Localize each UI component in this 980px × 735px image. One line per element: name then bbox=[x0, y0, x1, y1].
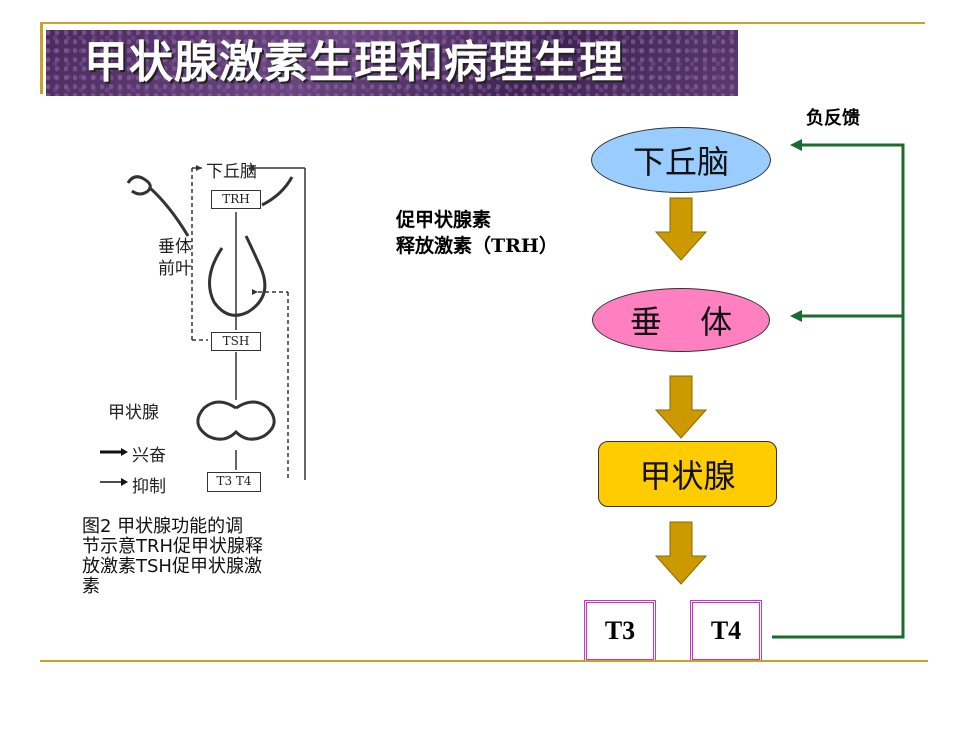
bottom-rule bbox=[40, 660, 928, 662]
figure-label-thyroid: 甲状腺 bbox=[108, 403, 159, 423]
arrow-thyroid-to-hormones bbox=[654, 521, 708, 585]
thyroid-node: 甲状腺 bbox=[598, 441, 777, 507]
left-rule bbox=[40, 22, 43, 94]
trh-label: 促甲状腺素 释放激素（TRH） bbox=[396, 207, 558, 259]
t4-box: T4 bbox=[690, 600, 762, 662]
figure-trh-box: TRH bbox=[211, 190, 261, 209]
trh-label-line1: 促甲状腺素 bbox=[396, 209, 492, 231]
figure-label-pituitary-1: 垂体 bbox=[158, 237, 192, 257]
pituitary-node: 垂 体 bbox=[592, 288, 770, 352]
slide-title: 甲状腺激素生理和病理生理 bbox=[84, 37, 624, 88]
figure-label-hypothalamus: 下丘脑 bbox=[206, 162, 257, 182]
arrow-pituitary-to-thyroid bbox=[654, 375, 708, 439]
feedback-loop-line bbox=[772, 143, 905, 639]
arrow-hypothalamus-to-pituitary bbox=[654, 197, 708, 261]
figure-t3t4-box: T3 T4 bbox=[207, 472, 261, 492]
feedback-arrowhead-pituitary bbox=[790, 310, 802, 322]
feedback-label: 负反馈 bbox=[806, 108, 860, 129]
figure-legend-inhibit: 抑制 bbox=[132, 477, 166, 497]
trh-label-line2: 释放激素（TRH） bbox=[396, 235, 558, 257]
figure-caption: 图2 甲状腺功能的调 节示意TRH促甲状腺释 放激素TSH促甲状腺激 素 bbox=[82, 516, 264, 597]
hypothalamus-node: 下丘脑 bbox=[591, 127, 771, 193]
figure-tsh-box: TSH bbox=[211, 332, 261, 351]
t3-box: T3 bbox=[584, 600, 656, 662]
feedback-arrowhead-hypothalamus bbox=[790, 139, 802, 151]
figure-legend-excite: 兴奋 bbox=[132, 446, 166, 466]
title-band bbox=[46, 30, 738, 96]
top-rule bbox=[40, 22, 925, 24]
figure-label-pituitary-2: 前叶 bbox=[158, 259, 192, 279]
